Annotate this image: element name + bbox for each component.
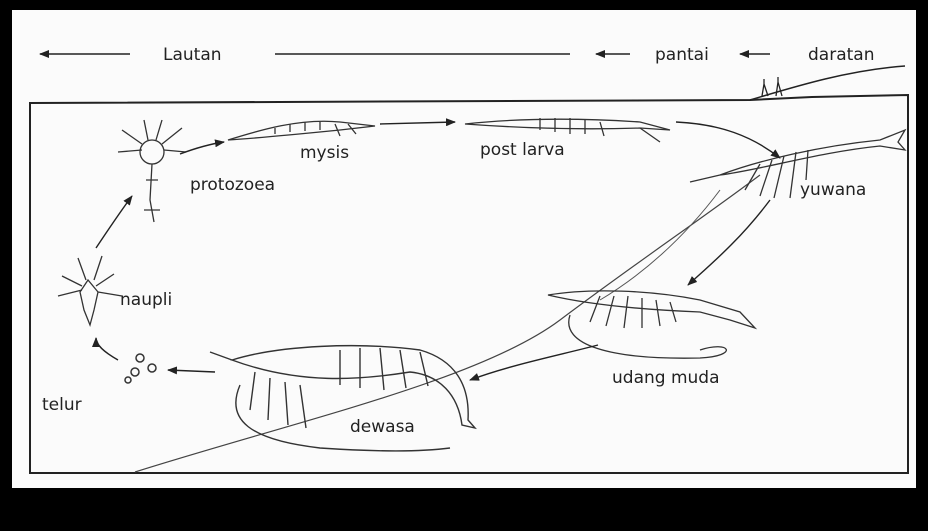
label-daratan: daratan: [808, 45, 874, 65]
protozoea-drawing: [118, 120, 186, 222]
arrow-post-larva-to-yuwana: [676, 122, 780, 158]
label-lautan: Lautan: [163, 45, 222, 65]
label-dewasa: dewasa: [350, 417, 415, 437]
dewasa-drawing: [210, 346, 475, 451]
label-pantai: pantai: [655, 45, 709, 65]
lifecycle-arrows: [96, 122, 780, 380]
arrow-udang-muda-to-dewasa: [470, 345, 598, 380]
arrow-dewasa-to-telur: [168, 370, 215, 372]
yuwana-drawing: [690, 130, 905, 198]
water-box: [30, 95, 908, 473]
udang-muda-drawing: [548, 291, 755, 358]
arrow-protozoea-to-mysis: [180, 142, 224, 154]
seabed-line-2: [600, 190, 720, 300]
arrow-telur-to-naupli: [96, 338, 118, 360]
arrow-naupli-to-protozoea: [96, 196, 132, 248]
telur-eggs: [125, 354, 156, 383]
label-telur: telur: [42, 395, 82, 415]
naupli-drawing: [58, 256, 122, 325]
arrow-mysis-to-post-larva: [380, 122, 455, 124]
arrow-yuwana-to-udang-muda: [688, 200, 770, 285]
mysis-drawing: [228, 121, 375, 140]
label-udang-muda: udang muda: [612, 368, 720, 388]
label-mysis: mysis: [300, 143, 349, 163]
seabed-line: [135, 175, 760, 472]
label-post-larva: post larva: [480, 140, 565, 160]
post-larva-drawing: [465, 118, 670, 142]
label-naupli: naupli: [120, 290, 172, 310]
label-yuwana: yuwana: [800, 180, 866, 200]
label-protozoea: protozoea: [190, 175, 275, 195]
